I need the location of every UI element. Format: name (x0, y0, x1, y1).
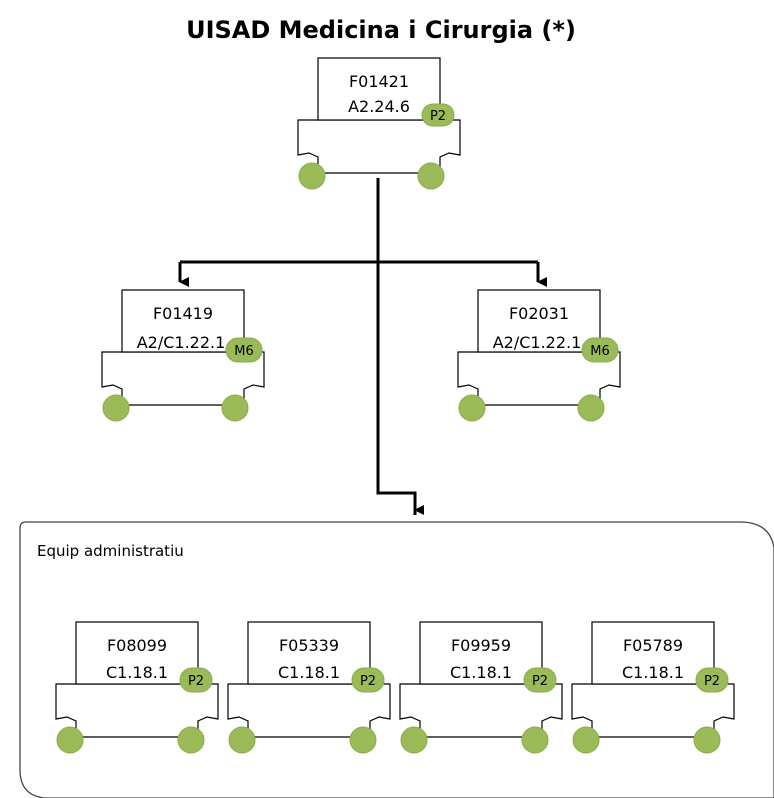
node-code: F08099 (107, 636, 167, 655)
node-dot-left (458, 394, 486, 422)
node-card (419, 621, 543, 685)
node-badge-label: P2 (360, 674, 376, 689)
node-dot-right (693, 726, 721, 754)
node-code: F01421 (349, 72, 409, 91)
node-badge-label: P2 (704, 674, 720, 689)
node-team2: F05339 C1.18.1 P2 (227, 621, 391, 754)
node-card (75, 621, 199, 685)
node-level: A2/C1.22.1 (137, 333, 226, 352)
connector-root-trunk (376, 178, 417, 515)
node-dot-left (228, 726, 256, 754)
node-dot-left (400, 726, 428, 754)
node-badge (351, 667, 385, 693)
node-badge-label: M6 (590, 344, 610, 359)
node-badge (225, 337, 263, 363)
node-card (247, 621, 371, 685)
node-badge (695, 667, 729, 693)
node-dot-right (177, 726, 205, 754)
node-dot-right (349, 726, 377, 754)
node-level: C1.18.1 (622, 663, 684, 682)
node-dot-right (521, 726, 549, 754)
node-badge (179, 667, 213, 693)
team-label: Equip administratiu (37, 542, 184, 560)
node-card (121, 289, 245, 353)
node-level: A2/C1.22.1 (493, 333, 582, 352)
node-dot-left (56, 726, 84, 754)
node-level: A2.24.6 (348, 97, 410, 116)
node-badge (581, 337, 619, 363)
chart-title: UISAD Medicina i Cirurgia (*) (186, 16, 576, 44)
node-dot-left (102, 394, 130, 422)
node-code: F05339 (279, 636, 339, 655)
node-dot-right (221, 394, 249, 422)
node-dot-right (577, 394, 605, 422)
node-card (591, 621, 715, 685)
node-code: F02031 (509, 304, 569, 323)
node-level: C1.18.1 (450, 663, 512, 682)
node-code: F05789 (623, 636, 683, 655)
node-dot-right (417, 162, 445, 190)
node-root: F01421 A2.24.6 P2 (297, 57, 461, 190)
node-badge-label: P2 (532, 674, 548, 689)
node-dot-left (572, 726, 600, 754)
node-card (317, 57, 441, 121)
node-dot-left (298, 162, 326, 190)
node-level: C1.18.1 (278, 663, 340, 682)
node-team1: F08099 C1.18.1 P2 (55, 621, 219, 754)
node-badge (523, 667, 557, 693)
node-badge-label: M6 (234, 344, 254, 359)
node-badge-label: P2 (188, 674, 204, 689)
node-team3: F09959 C1.18.1 P2 (399, 621, 563, 754)
node-level: C1.18.1 (106, 663, 168, 682)
node-right: F02031 A2/C1.22.1 M6 (457, 289, 621, 422)
node-team4: F05789 C1.18.1 P2 (571, 621, 735, 754)
node-card (477, 289, 601, 353)
node-code: F09959 (451, 636, 511, 655)
node-code: F01419 (153, 304, 213, 323)
node-badge-label: P2 (430, 109, 446, 124)
node-left: F01419 A2/C1.22.1 M6 (101, 289, 265, 422)
connectors (178, 178, 547, 515)
node-badge (421, 103, 455, 127)
